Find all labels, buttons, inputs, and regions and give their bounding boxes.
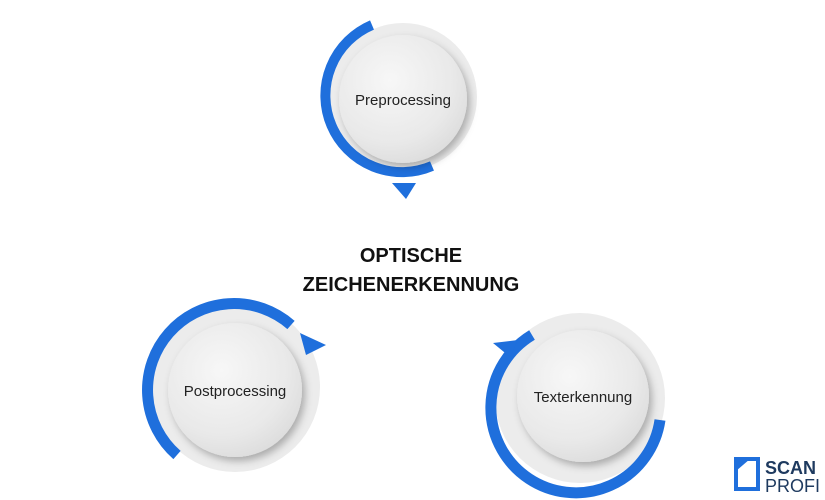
- ring-arc: [485, 330, 666, 499]
- ring-arc: [142, 298, 295, 460]
- node-texterkennung: Texterkennung: [485, 313, 666, 499]
- node-disc: [339, 35, 467, 163]
- center-title: OPTISCHE ZEICHENERKENNUNG: [303, 245, 520, 296]
- node-preprocessing: Preprocessing: [320, 20, 477, 199]
- node-label-preprocessing: Preprocessing: [355, 92, 451, 109]
- title-line-2: ZEICHENERKENNUNG: [303, 274, 520, 296]
- ring-arc: [320, 20, 434, 178]
- logo-line-1: SCAN: [765, 458, 816, 478]
- node-disc: [517, 330, 649, 462]
- node-disc: [168, 323, 302, 457]
- logo-line-2: PROFI: [765, 476, 820, 496]
- brand-logo: SCAN PROFI: [734, 457, 820, 496]
- node-postprocessing: Postprocessing: [142, 298, 326, 472]
- logo-corner-icon: [736, 459, 750, 471]
- title-line-1: OPTISCHE: [360, 245, 462, 267]
- ring-pointer: [493, 340, 518, 357]
- node-label-texterkennung: Texterkennung: [534, 389, 632, 406]
- node-label-postprocessing: Postprocessing: [184, 383, 287, 400]
- ring-pointer: [300, 333, 326, 355]
- ring-pointer: [392, 183, 416, 199]
